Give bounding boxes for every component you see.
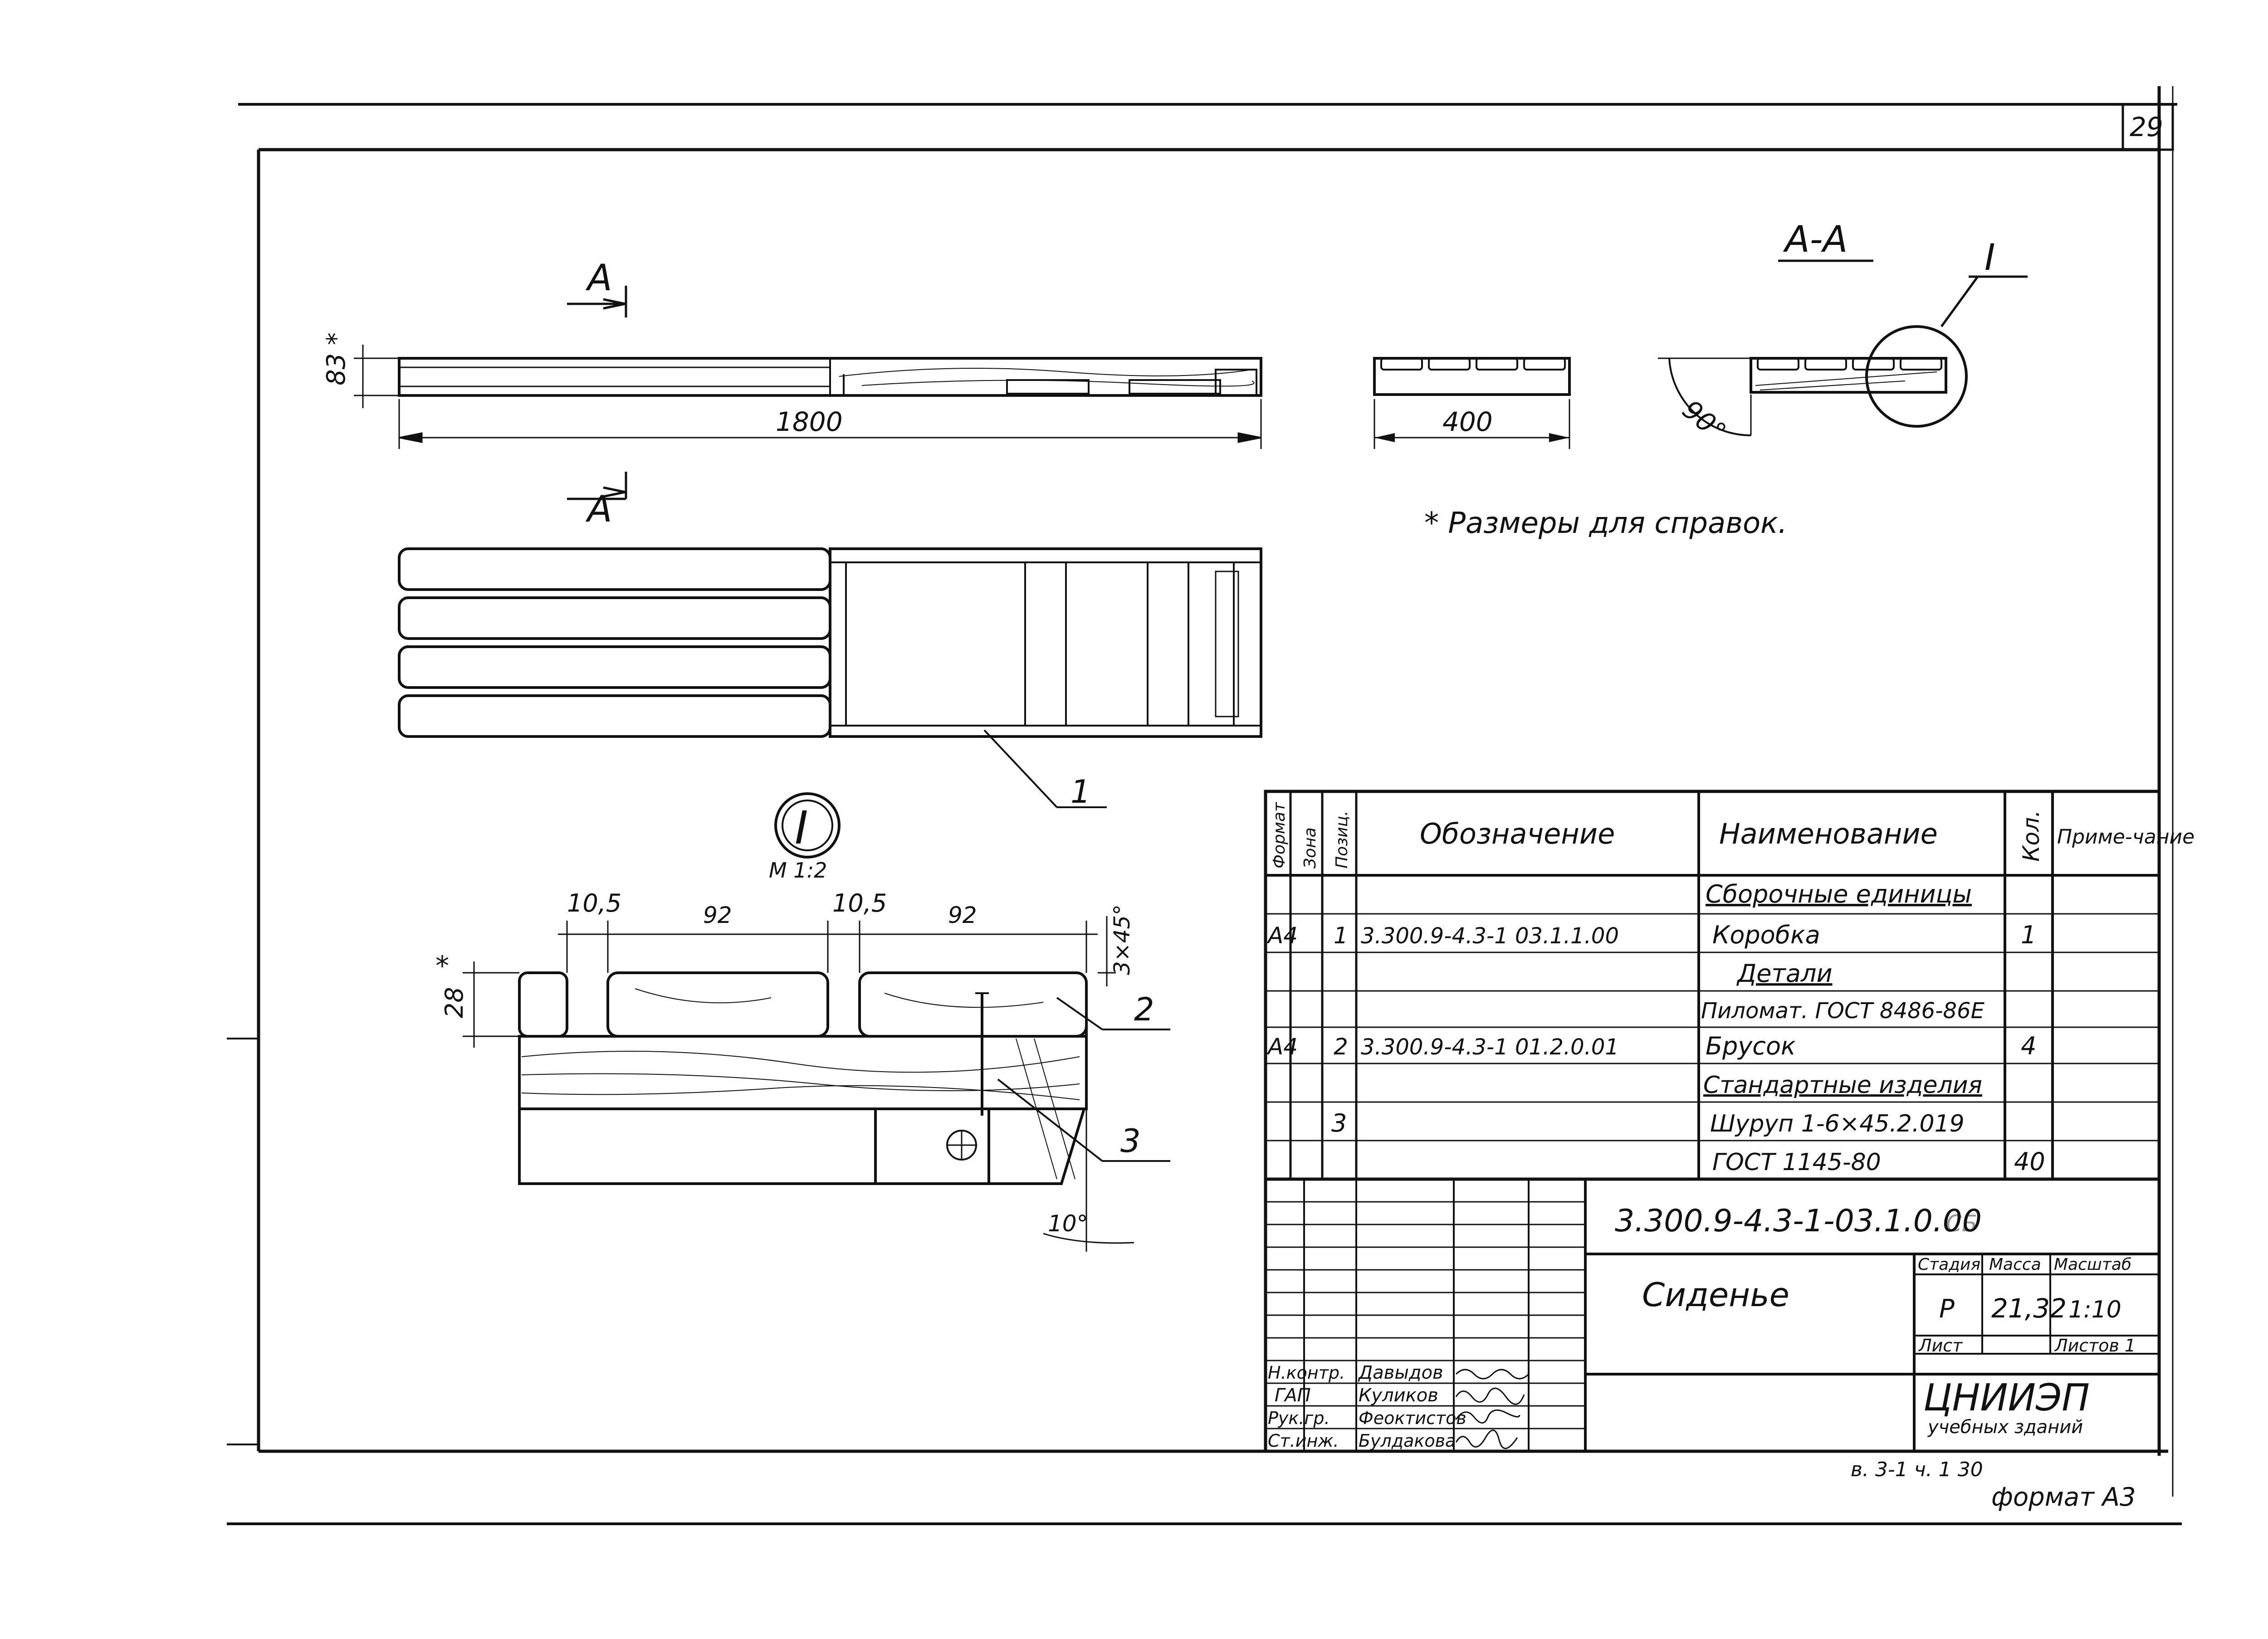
pos-3-label: 3: [1120, 1122, 1141, 1160]
table-cell-name: Брусок: [1706, 1032, 1796, 1060]
header-note: Приме-чание: [2057, 825, 2195, 849]
stage-value: Р: [1939, 1294, 1955, 1324]
leader-pos-1: [983, 729, 1107, 808]
dim-slat-1: 92: [703, 902, 732, 928]
dim-height: [354, 345, 399, 408]
table-cell-qty: 40: [2014, 1147, 2045, 1176]
title-block-grid: [1264, 1177, 2161, 1453]
dim-slat-height: 28: [440, 987, 469, 1018]
table-cell-pos: 3: [1331, 1109, 1347, 1137]
signatures: [1455, 1369, 1530, 1449]
scale-value: 1:10: [2068, 1296, 2121, 1323]
dim-length: [398, 399, 1262, 449]
header-designation: Обозначение: [1420, 817, 1615, 850]
doc-code: 3.300.9-4.3-1-03.1.0.00: [1615, 1203, 1982, 1239]
table-cell-qty: 4: [2021, 1032, 2036, 1060]
signer-role: Н.контр.: [1268, 1363, 1345, 1383]
drawing-title: Сиденье: [1642, 1276, 1789, 1314]
section-label-bottom: А: [585, 488, 612, 530]
dim-gap-1: 10,5: [567, 889, 621, 917]
dim-angle-detail: 10°: [1048, 1210, 1088, 1237]
table-cell-name: Шуруп 1-6×45.2.019: [1710, 1110, 1965, 1137]
header-format: Формат: [1270, 802, 1289, 868]
header-zone: Зона: [1301, 827, 1320, 868]
plan-view: [398, 547, 1262, 738]
dim-gap-2: 10,5: [832, 889, 887, 917]
sheet-format: формат А3: [1991, 1483, 2136, 1512]
table-cell-format: А4: [1266, 1034, 1298, 1060]
detail-view: [518, 971, 1088, 1185]
dim-height-text: 83 *: [322, 332, 351, 385]
table-cell-name: Сборочные единицы: [1706, 880, 1972, 908]
mass-label: Масса: [1989, 1255, 2041, 1274]
sheet-label: Лист: [1918, 1336, 1963, 1356]
reference-note: * Размеры для справок.: [1424, 507, 1787, 540]
detail-marker: [774, 792, 841, 859]
org-subtitle: учебных зданий: [1927, 1417, 2083, 1438]
section-aa-detail-view: [1658, 275, 2028, 437]
spec-table-grid: [1264, 790, 2161, 1181]
front-view: [398, 357, 1262, 397]
signer-name: Булдакова: [1359, 1431, 1456, 1451]
section-mark-top: [567, 286, 627, 500]
stage-label: Стадия: [1918, 1255, 1980, 1274]
pos-2-label: 2: [1134, 991, 1154, 1028]
section-aa-small: [1373, 357, 1571, 449]
header-pos: Позиц.: [1333, 810, 1351, 868]
header-name: Наименование: [1719, 817, 1938, 850]
table-cell-name: Детали: [1736, 959, 1833, 988]
dim-length-text: 1800: [776, 406, 843, 437]
dim-slat-2: 92: [948, 902, 977, 928]
dim-chamfer: 3×45°: [1110, 904, 1135, 975]
section-label-top: А: [585, 257, 612, 299]
detail-dims: [463, 916, 1134, 1252]
pos-1-label: 1: [1070, 773, 1091, 810]
sheet-number: 29: [2130, 112, 2163, 142]
scale-label: Масштаб: [2054, 1255, 2131, 1274]
section-title: А-А: [1783, 218, 1848, 260]
org-name: ЦНИИЭП: [1923, 1376, 2090, 1419]
table-cell-designation: 3.300.9-4.3-1 03.1.1.00: [1361, 923, 1619, 949]
table-cell-name: ГОСТ 1145-80: [1712, 1149, 1881, 1176]
mass-value: 21,32: [1991, 1293, 2067, 1324]
doc-code-suffix: СБ: [1946, 1210, 1977, 1237]
album-reference: в. 3-1 ч. 1 30: [1851, 1458, 1983, 1481]
table-cell-pos: 2: [1334, 1034, 1348, 1060]
table-cell-name: Пиломат. ГОСТ 8486-86Е: [1701, 998, 1985, 1024]
signer-name: Феоктистов: [1359, 1408, 1466, 1428]
signer-name: Давыдов: [1358, 1362, 1443, 1383]
signer-name: Куликов: [1359, 1385, 1438, 1406]
signer-role: Ст.инж.: [1268, 1431, 1339, 1451]
detail-scale: М 1:2: [769, 858, 827, 883]
dim-width-text: 400: [1442, 406, 1493, 437]
signer-role: Рук.гр.: [1268, 1408, 1330, 1428]
detail-marker-label: I: [795, 801, 808, 854]
table-cell-qty: 1: [2021, 921, 2036, 949]
dim-slat-height-star: *: [435, 950, 449, 982]
table-cell-format: А4: [1266, 922, 1298, 949]
detail-callout: I: [1984, 236, 1995, 278]
table-cell-name: Коробка: [1712, 921, 1820, 949]
table-cell-name: Стандартные изделия: [1703, 1072, 1982, 1099]
table-cell-pos: 1: [1334, 922, 1348, 949]
sheet-frame: [227, 86, 2182, 1525]
header-qty: Кол.: [2018, 810, 2044, 862]
signer-role: ГАП: [1275, 1385, 1311, 1406]
table-cell-designation: 3.300.9-4.3-1 01.2.0.01: [1361, 1034, 1619, 1060]
sheets-label: Листов 1: [2054, 1336, 2136, 1356]
leaders-detail: [997, 997, 1170, 1162]
